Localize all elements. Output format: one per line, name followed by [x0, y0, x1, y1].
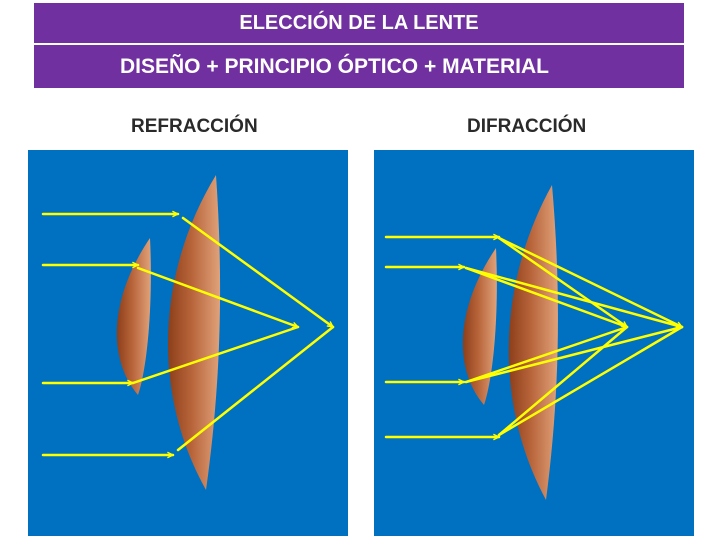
refracted-ray-4	[176, 325, 335, 452]
diffracted-ray-3a	[464, 325, 629, 384]
title-banner: ELECCIÓN DE LA LENTE	[34, 3, 684, 43]
front-lens	[508, 185, 558, 500]
diffracted-ray-4a	[497, 325, 629, 437]
diffracted-ray-1a	[497, 236, 627, 329]
diffracted-ray-2b	[464, 266, 684, 329]
refraction-diagram-svg	[41, 175, 348, 490]
diffracted-ray-2a	[464, 266, 629, 329]
back-lens	[116, 238, 151, 395]
page-title: ELECCIÓN DE LA LENTE	[239, 11, 479, 34]
refraction-label: REFRACCIÓN	[131, 116, 258, 137]
front-lens	[167, 175, 221, 490]
diffraction-diagram	[374, 150, 694, 536]
diffraction-diagram-svg	[384, 185, 694, 500]
diffraction-label: DIFRACCIÓN	[467, 116, 587, 137]
refracted-ray-3	[131, 325, 300, 385]
refracted-ray-2	[136, 266, 298, 327]
page-subtitle: DISEÑO + PRINCIPIO ÓPTICO + MATERIAL	[120, 54, 549, 78]
refraction-diagram	[28, 150, 348, 536]
refracted-ray-1	[181, 216, 333, 329]
subtitle-banner: DISEÑO + PRINCIPIO ÓPTICO + MATERIAL	[34, 45, 684, 88]
diffracted-ray-1b	[497, 236, 682, 329]
diffracted-ray-4b	[497, 325, 684, 437]
back-lens	[462, 248, 497, 405]
diffracted-ray-3b	[464, 325, 684, 384]
